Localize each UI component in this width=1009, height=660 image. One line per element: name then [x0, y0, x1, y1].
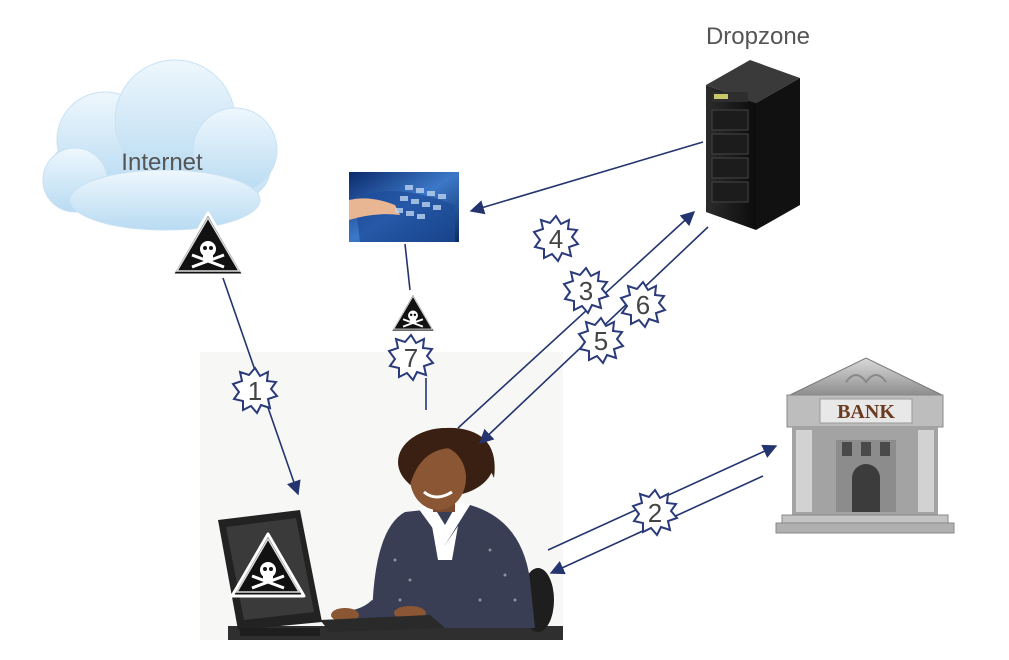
line-keyboard-to-warning — [404, 243, 411, 291]
arrow-dropzone-to-keyboard — [469, 141, 704, 215]
dropzone-label: Dropzone — [706, 23, 810, 50]
step-badge-7: 7 — [388, 334, 434, 381]
svg-text:6: 6 — [636, 290, 650, 320]
step-badge-2: 2 — [632, 489, 678, 536]
dropzone-server-icon — [706, 60, 800, 230]
keyboard-image — [349, 172, 459, 242]
svg-text:4: 4 — [549, 224, 563, 254]
step-badge-1: 1 — [232, 367, 278, 414]
step-badge-4: 4 — [533, 215, 579, 262]
step-badge-3: 3 — [563, 267, 609, 314]
internet-label: Internet — [121, 149, 203, 176]
arrow-computer-to-dropzone — [457, 211, 696, 429]
malware-warning-icon-keyboard — [389, 292, 437, 333]
svg-text:7: 7 — [404, 343, 418, 373]
svg-text:5: 5 — [594, 326, 608, 356]
step-badge-6: 6 — [620, 281, 666, 328]
internet-cloud: Internet — [42, 59, 278, 231]
svg-text:2: 2 — [648, 498, 662, 528]
step-badge-5: 5 — [578, 317, 624, 364]
svg-text:3: 3 — [579, 276, 593, 306]
svg-text:1: 1 — [248, 376, 262, 406]
bank-building-icon: BANK — [775, 357, 955, 534]
bank-sign: BANK — [837, 401, 895, 423]
